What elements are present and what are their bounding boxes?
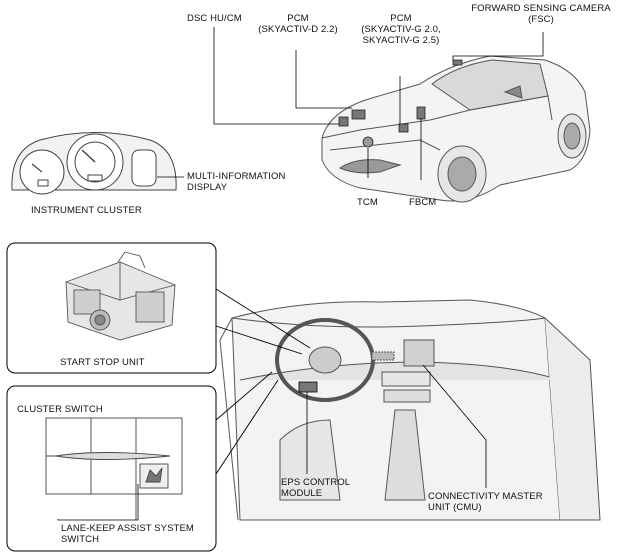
callout-wedges: [215, 288, 311, 475]
start-stop-unit-illustration: [65, 251, 176, 341]
label-forward-sensing-camera: FORWARD SENSING CAMERA (FSC): [462, 3, 620, 25]
label-instrument-cluster: INSTRUMENT CLUSTER: [31, 205, 142, 216]
label-dsc-hu-cm: DSC HU/CM: [187, 13, 242, 24]
label-cluster-switch: CLUSTER SWITCH: [17, 404, 103, 415]
cluster-switch-illustration: [45, 417, 183, 520]
label-tcm: TCM: [357, 197, 378, 208]
label-lkas-line2: SWITCH: [61, 534, 100, 545]
instrument-cluster-illustration: [11, 132, 177, 195]
label-eps-control-module: EPS CONTROL MODULE: [281, 477, 350, 499]
label-pcm-g-line1: PCM: [390, 13, 412, 24]
interior-leader-lines: [306, 364, 487, 488]
label-cmu-line1: CONNECTIVITY MASTER: [428, 491, 543, 502]
label-lkas-line1: LANE-KEEP ASSIST SYSTEM: [61, 523, 194, 534]
label-multi-information-display: MULTI-INFORMATION DISPLAY: [187, 171, 285, 193]
eps-module-mark: [298, 381, 318, 393]
label-start-stop-unit: START STOP UNIT: [60, 357, 145, 368]
label-connectivity-master-unit: CONNECTIVITY MASTER UNIT (CMU): [428, 491, 543, 513]
label-pcm-skyactiv-d: PCM (SKYACTIV-D 2.2): [253, 13, 343, 35]
label-lane-keep-assist-switch: LANE-KEEP ASSIST SYSTEM SWITCH: [61, 523, 194, 545]
label-pcm-skyactiv-g: PCM (SKYACTIV-G 2.0, SKYACTIV-G 2.5): [357, 13, 445, 46]
interior-illustration: [219, 299, 601, 521]
top-leader-lines: [157, 27, 544, 180]
label-cmu-line2: UNIT (CMU): [428, 502, 482, 513]
label-pcm-d-line1: PCM: [287, 13, 309, 24]
car-illustration: [321, 55, 591, 203]
label-fsc-line1: FORWARD SENSING CAMERA: [471, 3, 611, 14]
label-eps-line2: MODULE: [281, 488, 323, 499]
label-mid-line2: DISPLAY: [187, 182, 228, 193]
label-fsc-line2: (FSC): [528, 14, 554, 25]
label-pcm-d-line2: (SKYACTIV-D 2.2): [258, 24, 338, 35]
label-fbcm: FBCM: [409, 197, 437, 208]
label-pcm-g-line3: SKYACTIV-G 2.5): [362, 35, 440, 46]
label-mid-line1: MULTI-INFORMATION: [187, 171, 286, 182]
label-pcm-g-line2: (SKYACTIV-G 2.0,: [361, 24, 441, 35]
label-eps-line1: EPS CONTROL: [281, 477, 351, 488]
